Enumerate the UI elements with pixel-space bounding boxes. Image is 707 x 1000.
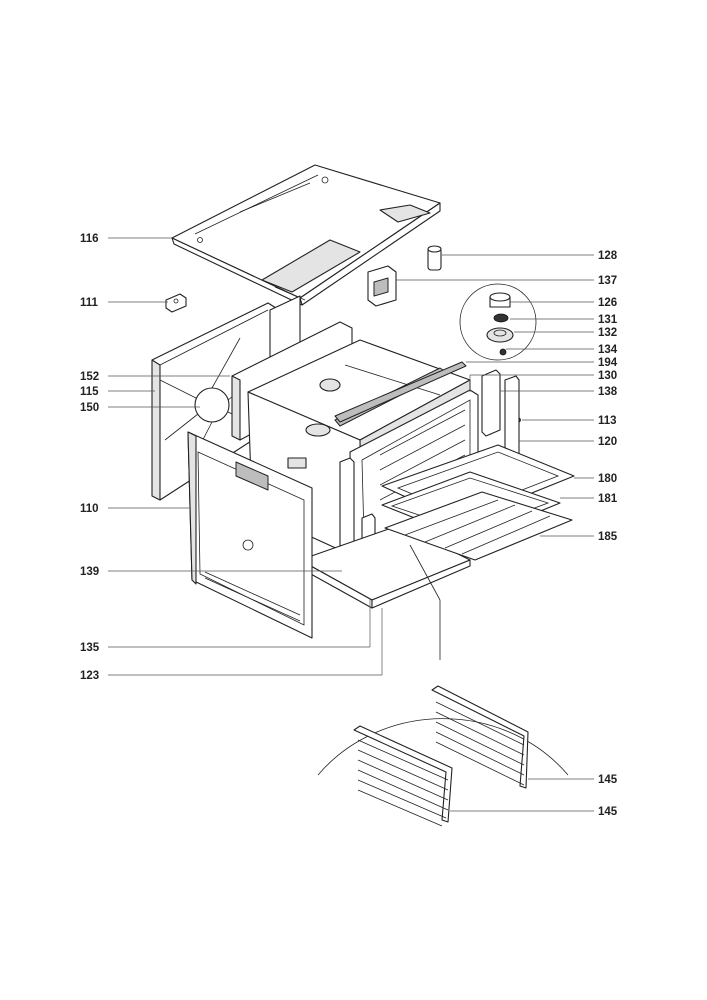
callout-180: 180 xyxy=(598,473,617,485)
callout-145-upper: 145 xyxy=(598,774,618,786)
callout-145-lower: 145 xyxy=(598,806,618,818)
hinge-clip-part-111 xyxy=(165,293,187,313)
callout-115: 115 xyxy=(80,386,99,398)
leader-lines xyxy=(108,237,594,812)
slide-rail-part-145-right xyxy=(431,685,529,789)
callout-110: 110 xyxy=(80,503,99,515)
fan-guard-part xyxy=(159,337,269,456)
callout-130: 130 xyxy=(598,370,617,382)
wire-rack-part-185 xyxy=(384,491,573,561)
callout-185: 185 xyxy=(598,531,618,543)
callout-152: 152 xyxy=(80,371,99,383)
callout-181: 181 xyxy=(598,493,618,505)
knob-assembly-callout xyxy=(459,283,537,361)
detail-callout-arc xyxy=(317,544,569,776)
heating-element-part-194 xyxy=(334,361,467,423)
callout-123: 123 xyxy=(80,670,99,682)
slide-rail-part-145-left xyxy=(353,725,453,827)
callout-120: 120 xyxy=(598,436,617,448)
top-cover-part xyxy=(171,164,441,306)
callout-134: 134 xyxy=(598,344,618,356)
callout-137: 137 xyxy=(598,275,617,287)
cylinder-part-128 xyxy=(427,245,442,271)
base-plate-part xyxy=(299,524,471,609)
callout-194: 194 xyxy=(598,357,618,369)
callout-111: 111 xyxy=(80,297,99,309)
callout-labels: 116 111 152 115 150 110 139 135 123 128 … xyxy=(80,233,618,818)
oven-door-part xyxy=(187,431,313,639)
callout-139: 139 xyxy=(80,566,99,578)
callout-135: 135 xyxy=(80,642,100,654)
callout-128: 128 xyxy=(598,250,618,262)
bracket-part-137 xyxy=(367,265,397,307)
callout-132: 132 xyxy=(598,327,617,339)
callout-150: 150 xyxy=(80,402,99,414)
callout-138: 138 xyxy=(598,386,618,398)
callout-116: 116 xyxy=(80,233,99,245)
callout-126: 126 xyxy=(598,297,617,309)
callout-131: 131 xyxy=(598,314,618,326)
callout-113: 113 xyxy=(598,415,617,427)
